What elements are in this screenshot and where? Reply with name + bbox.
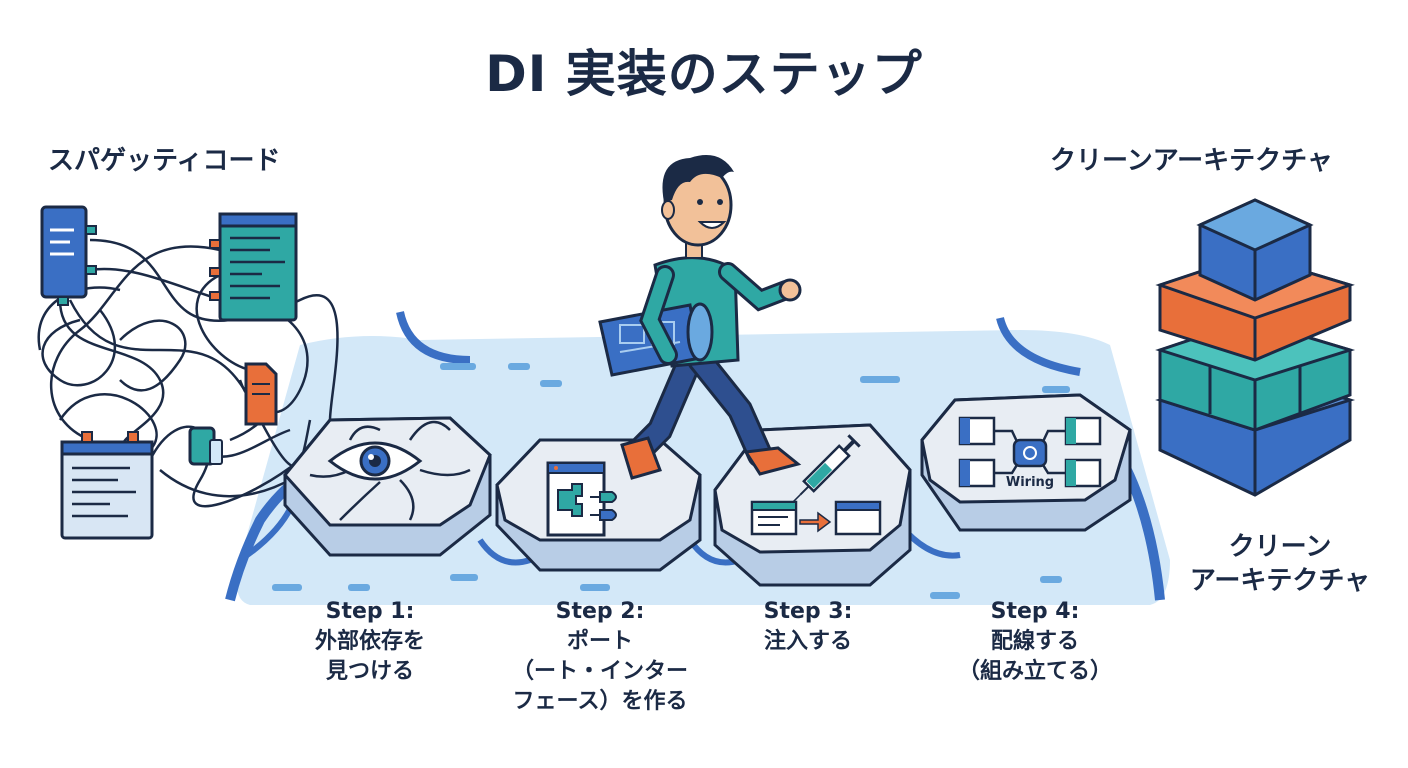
- walking-developer-icon: [598, 155, 802, 480]
- sublabel-line1: クリーン: [1228, 532, 1332, 562]
- page-title: DI 実装のステップ: [485, 45, 923, 103]
- sublabel-line2: アーキテクチャ: [1189, 566, 1371, 596]
- step2-caption: Step 2: ポート （ート・インター フェース）を作る: [480, 597, 720, 717]
- step2-line2: （ート・インター: [511, 659, 688, 684]
- clean-architecture-sublabel: クリーン アーキテクチャ: [1170, 530, 1390, 598]
- river: [225, 311, 1170, 605]
- step2-number: Step 2:: [555, 599, 645, 624]
- cube-stack-icon: [1155, 198, 1356, 497]
- step3-number: Step 3:: [763, 599, 853, 624]
- eye-icon: [309, 420, 471, 521]
- step1-number: Step 1:: [325, 599, 415, 624]
- step1-caption: Step 1: 外部依存を 見つける: [280, 597, 460, 687]
- interface-window-icon: [546, 461, 617, 537]
- wiring-icon: [958, 416, 1102, 488]
- step4-line2: （組み立てる）: [957, 659, 1112, 684]
- step4-number: Step 4:: [990, 599, 1080, 624]
- clean-architecture-label: クリーンアーキテクチャ: [1050, 146, 1333, 176]
- spaghetti-code-illustration: [37, 205, 339, 540]
- step1-line2: 見つける: [325, 659, 414, 684]
- step3-caption: Step 3: 注入する: [728, 597, 888, 657]
- stone-step1: [283, 416, 492, 557]
- spaghetti-code-label: スパゲッティコード: [48, 146, 281, 176]
- syringe-icon: [787, 434, 861, 508]
- step4-caption: Step 4: 配線する （組み立てる）: [920, 597, 1150, 687]
- step1-line1: 外部依存を: [314, 629, 425, 654]
- wiring-label: Wiring: [1006, 475, 1054, 490]
- step2-line1: ポート: [566, 629, 633, 654]
- step2-line3: フェース）を作る: [512, 689, 688, 714]
- step4-line1: 配線する: [990, 629, 1079, 654]
- injection-flow-icon: [750, 500, 882, 536]
- step3-line1: 注入する: [763, 629, 852, 654]
